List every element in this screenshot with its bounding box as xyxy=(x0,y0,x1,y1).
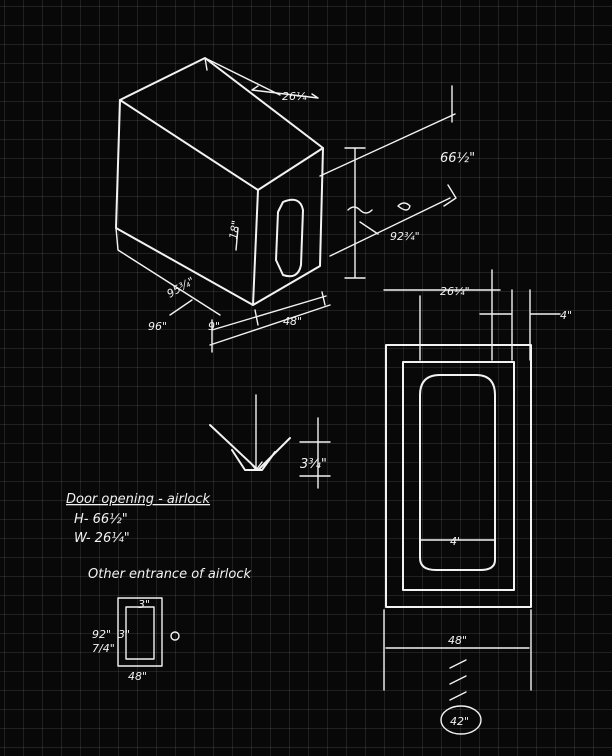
mini-entrance-sketch xyxy=(117,597,180,667)
box-front-face xyxy=(252,147,324,306)
base-length-leader xyxy=(169,299,193,316)
box-top-face xyxy=(119,57,324,191)
depth-line xyxy=(115,227,221,316)
dim-top-width: 26¼ xyxy=(282,90,307,103)
mini-label-left-top: 92" xyxy=(92,628,111,641)
seal-v-shape xyxy=(209,424,291,471)
elevation-outer-frame xyxy=(385,344,532,608)
dim-seal: 3¾" xyxy=(300,457,327,472)
note-door-height: H- 66½" xyxy=(74,512,128,527)
base-lines xyxy=(209,295,331,353)
base-ticks xyxy=(254,291,326,326)
box-door-opening xyxy=(275,198,304,278)
dim-height: 66½" xyxy=(440,151,475,166)
dim-elev-total: 48" xyxy=(448,634,467,647)
mini-label-top: 3" xyxy=(138,598,150,611)
mini-label-left-bottom: 7/4" xyxy=(92,642,115,655)
dim-elev-frame: 4" xyxy=(560,309,572,322)
box-left-face xyxy=(115,99,254,306)
side-guide-line xyxy=(329,184,457,257)
isometric-dimension-lines xyxy=(115,85,457,353)
elevation-inner-frame xyxy=(402,361,515,591)
height-line xyxy=(344,147,366,279)
elevation-top-width-line xyxy=(383,269,501,361)
elevation-door-opening xyxy=(419,374,496,571)
depth-guide-line xyxy=(319,85,456,177)
note-door-width: W- 26¼" xyxy=(74,531,130,546)
dim-elev-circled: 42" xyxy=(450,715,469,728)
elevation-circled-total xyxy=(440,705,482,735)
box-top-edge xyxy=(204,57,281,96)
mini-side-mark xyxy=(170,631,180,641)
mini-label-side: 3" xyxy=(118,628,130,641)
dim-door-height: 18" xyxy=(227,219,243,240)
mini-label-bottom: 48" xyxy=(128,670,147,683)
seal-dim-line xyxy=(299,417,331,489)
seal-detail xyxy=(209,394,331,489)
dim-base-length: 96" xyxy=(148,320,167,333)
mini-inner-rect xyxy=(125,606,155,660)
isometric-box xyxy=(115,57,324,306)
note-other-entrance: Other entrance of airlock xyxy=(88,567,252,582)
dim-side: 92¾" xyxy=(390,230,420,243)
dim-elev-inner: 4' xyxy=(450,535,460,548)
dim-base-width: 48" xyxy=(283,315,302,328)
scribble-mark xyxy=(347,202,411,235)
elevation-bottom-width-line xyxy=(383,609,532,691)
elevation-frame-line xyxy=(479,289,561,361)
note-door-opening-title: Door opening - airlock xyxy=(66,492,211,507)
seal-arrow xyxy=(249,394,263,471)
dim-elev-door-top: 26¼" xyxy=(440,285,470,298)
dim-base-gap: 9" xyxy=(208,320,220,333)
mini-outer-rect xyxy=(117,597,163,667)
door-height-tick xyxy=(235,227,239,251)
elevation-struck-values xyxy=(449,659,467,701)
top-width-line xyxy=(251,85,319,99)
front-elevation xyxy=(383,269,561,735)
